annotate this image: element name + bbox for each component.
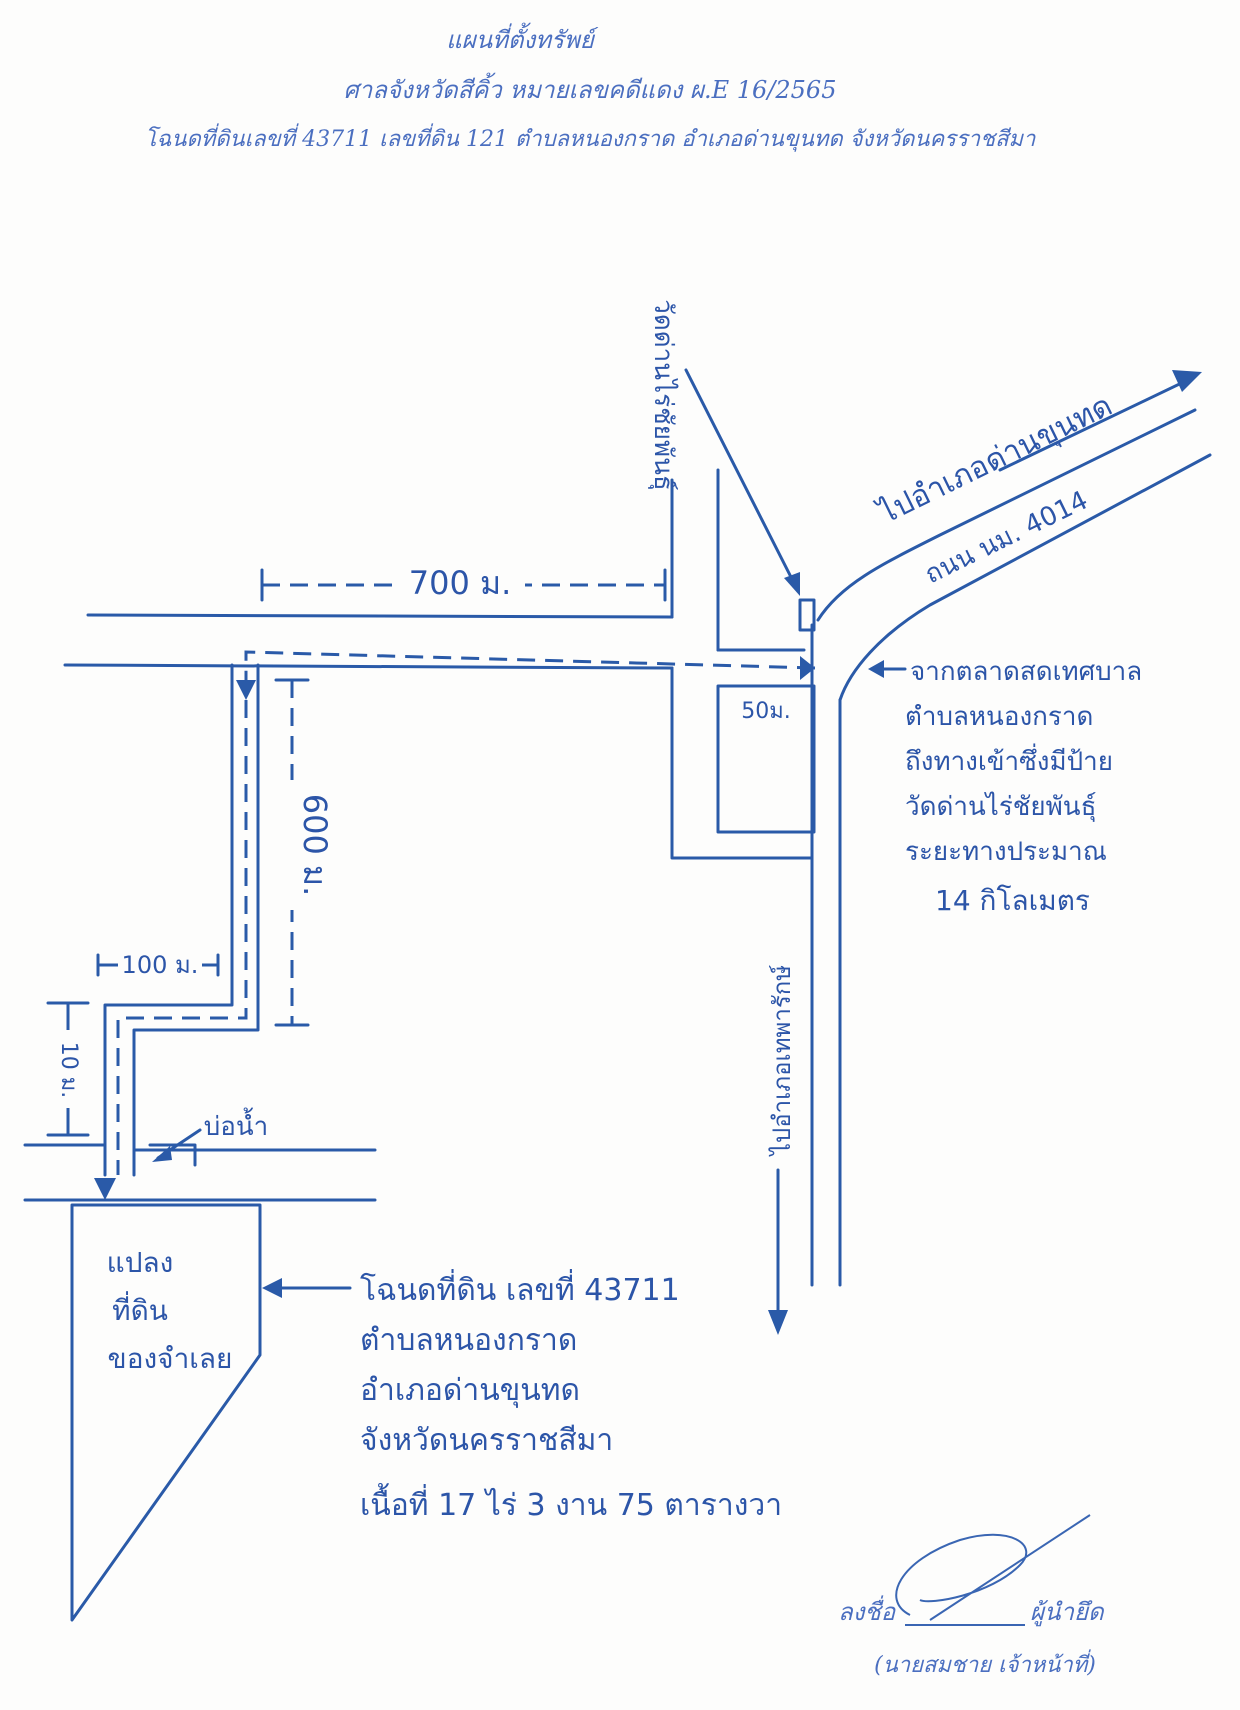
deed-arrow — [262, 1278, 282, 1298]
deed-line-3: อำเภอด่านขุนทด — [360, 1373, 580, 1409]
signature-role: ผู้นำยึด — [1030, 1598, 1105, 1627]
directions-line-2: ตำบลหนองกราด — [905, 702, 1093, 732]
road-curve-north — [816, 408, 1197, 622]
to-dankhuntot-line — [998, 376, 1194, 472]
to-phimai-label: ไปอำเภอเทพารักษ์ — [768, 964, 796, 1157]
pond-label: บ่อน้ำ — [204, 1107, 269, 1142]
signature-prefix: ลงชื่อ — [838, 1595, 897, 1626]
court-case-line: ศาลจังหวัดสีคิ้ว หมายเลขคดีแดง ผ.E 16/25… — [344, 72, 837, 104]
dist-50-label: 50ม. — [741, 699, 791, 724]
plot-label-1: แปลง — [107, 1246, 174, 1279]
deed-line-2: ตำบลหนองกราด — [360, 1323, 577, 1358]
dist-10-label: 10 ม. — [56, 1042, 81, 1098]
pond-marker — [148, 1143, 197, 1167]
road-curve-south — [838, 453, 1212, 702]
deed-header-line: โฉนดที่ดินเลขที่ 43711 เลขที่ดิน 121 ตำบ… — [145, 123, 1036, 152]
route-dashed-south — [116, 700, 248, 1175]
plot-label-2: ที่ดิน — [112, 1291, 168, 1327]
directions-arrow — [868, 660, 884, 678]
south-road-west-edge — [103, 663, 234, 1177]
directions-line-1: จากตลาดสดเทศบาล — [910, 657, 1142, 687]
temple-label-vertical: วัดด่านไร่ชัยพันธุ์ — [648, 299, 679, 490]
dim-600-bg — [278, 780, 314, 910]
directions-line-4: วัดด่านไร่ชัยพันธุ์ — [905, 791, 1096, 822]
pond-arrow — [152, 1146, 172, 1162]
junction-block — [716, 684, 816, 834]
main-road-south-edge — [63, 663, 674, 670]
temple-sign-marker — [798, 598, 816, 632]
to-dankhuntot-arrow — [1172, 370, 1202, 392]
dist-600-label: 600 ม. — [296, 794, 334, 897]
map-title: แผนที่ตั้งทรัพย์ — [446, 22, 599, 54]
main-road-north-edge — [86, 613, 674, 619]
route-arrow-1 — [236, 680, 256, 700]
route-arrow-start — [800, 656, 815, 680]
temple-pointer-line — [684, 368, 797, 587]
temple-pointer-arrow — [784, 572, 800, 596]
defendant-plot — [70, 1203, 262, 1622]
plot-label-3: ของจำเลย — [108, 1342, 233, 1375]
route-dashed-main — [244, 650, 816, 690]
directions-line-6: 14 กิโลเมตร — [935, 884, 1090, 917]
dist-100-label: 100 ม. — [122, 951, 199, 979]
dist-700-label: 700 ม. — [409, 564, 512, 602]
dim-100-bg — [118, 948, 202, 980]
block-edge — [670, 666, 814, 860]
deed-line-5: เนื้อที่ 17 ไร่ 3 งาน 75 ตารางวา — [360, 1483, 782, 1523]
south-road-east-edge — [132, 663, 260, 1177]
deed-line-4: จังหวัดนครราชสีมา — [360, 1423, 613, 1458]
directions-line-3: ถึงทางเข้าซึ่งมีป้าย — [905, 743, 1113, 777]
directions-line-5: ระยะทางประมาณ — [905, 837, 1107, 867]
signature-scribble — [895, 1514, 1091, 1621]
to-phimai-arrow — [768, 1310, 788, 1335]
deed-line-1: โฉนดที่ดิน เลขที่ 43711 — [360, 1269, 680, 1308]
route-arrow-end — [94, 1178, 116, 1200]
dim-700-bg — [395, 560, 525, 600]
dim-10-bg — [55, 1030, 81, 1108]
signature-name: (นายสมชาย เจ้าหน้าที่) — [874, 1649, 1096, 1678]
